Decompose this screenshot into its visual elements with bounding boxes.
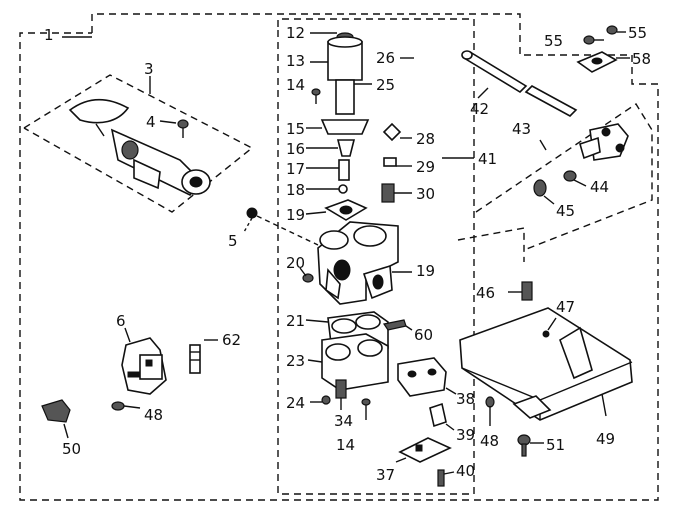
callout-29: 29 — [416, 158, 435, 176]
screw-51 — [517, 434, 544, 457]
valve-assembly-box — [277, 18, 475, 495]
plate-37 — [395, 437, 452, 463]
callout-25: 25 — [376, 76, 395, 94]
callout-20: 20 — [286, 254, 305, 272]
screw-40 — [437, 469, 455, 487]
callout-18: 18 — [286, 181, 305, 199]
outer-boundary — [19, 13, 659, 501]
callout-3: 3 — [144, 60, 154, 78]
burner-tray — [457, 227, 633, 421]
callout-26: 26 — [376, 49, 395, 67]
callout-40: 40 — [456, 462, 475, 480]
callout-14-bottom: 14 — [336, 436, 355, 454]
callout-1: 1 — [44, 26, 54, 44]
part-39 — [429, 402, 455, 431]
callout-23: 23 — [286, 352, 305, 370]
callout-50: 50 — [62, 440, 81, 458]
callout-37: 37 — [376, 466, 395, 484]
callout-38: 38 — [456, 390, 475, 408]
callout-19-top: 19 — [286, 206, 305, 224]
callout-16: 16 — [286, 140, 305, 158]
callout-28: 28 — [416, 130, 435, 148]
block-38 — [397, 357, 457, 397]
knob-50 — [41, 399, 71, 439]
callout-6: 6 — [116, 312, 126, 330]
ball-5 — [243, 207, 319, 246]
callout-60: 60 — [414, 326, 433, 344]
callout-47: 47 — [556, 298, 575, 316]
callout-51: 51 — [546, 436, 565, 454]
screw-48-right — [485, 396, 495, 426]
callout-24: 24 — [286, 394, 305, 412]
callout-46: 46 — [476, 284, 495, 302]
callout-21: 21 — [286, 312, 305, 330]
callout-55-right: 55 — [628, 24, 647, 42]
callout-48-right: 48 — [480, 432, 499, 450]
tube-42 — [461, 50, 578, 117]
callout-15: 15 — [286, 120, 305, 138]
callout-34: 34 — [334, 412, 353, 430]
bracket-58 — [576, 25, 630, 73]
screw-4 — [159, 119, 189, 138]
callout-17: 17 — [286, 160, 305, 178]
callout-55-left: 55 — [544, 32, 563, 50]
callout-4: 4 — [146, 113, 156, 131]
callout-5: 5 — [228, 232, 238, 250]
callout-44: 44 — [590, 178, 609, 196]
callout-13: 13 — [286, 52, 305, 70]
callout-19-bottom: 19 — [416, 262, 435, 280]
callout-14-top: 14 — [286, 76, 305, 94]
callout-62: 62 — [222, 331, 241, 349]
callout-58: 58 — [632, 50, 651, 68]
callout-43: 43 — [512, 120, 531, 138]
callout-41: 41 — [478, 150, 497, 168]
callout-30: 30 — [416, 185, 435, 203]
callout-labels: 1 3 4 5 6 62 48 50 12 13 26 14 25 15 28 … — [44, 24, 651, 484]
clip-62 — [189, 339, 218, 374]
valve-stack — [299, 32, 414, 420]
callout-45: 45 — [556, 202, 575, 220]
bracket-6 — [121, 327, 167, 395]
screw-48-left — [111, 401, 141, 411]
callout-12: 12 — [286, 24, 305, 42]
injector-assembly-box — [475, 103, 653, 251]
callout-42: 42 — [470, 100, 489, 118]
callout-49: 49 — [596, 430, 615, 448]
callout-39: 39 — [456, 426, 475, 444]
burner-housing-assembly — [23, 74, 254, 213]
callout-48-left: 48 — [144, 406, 163, 424]
